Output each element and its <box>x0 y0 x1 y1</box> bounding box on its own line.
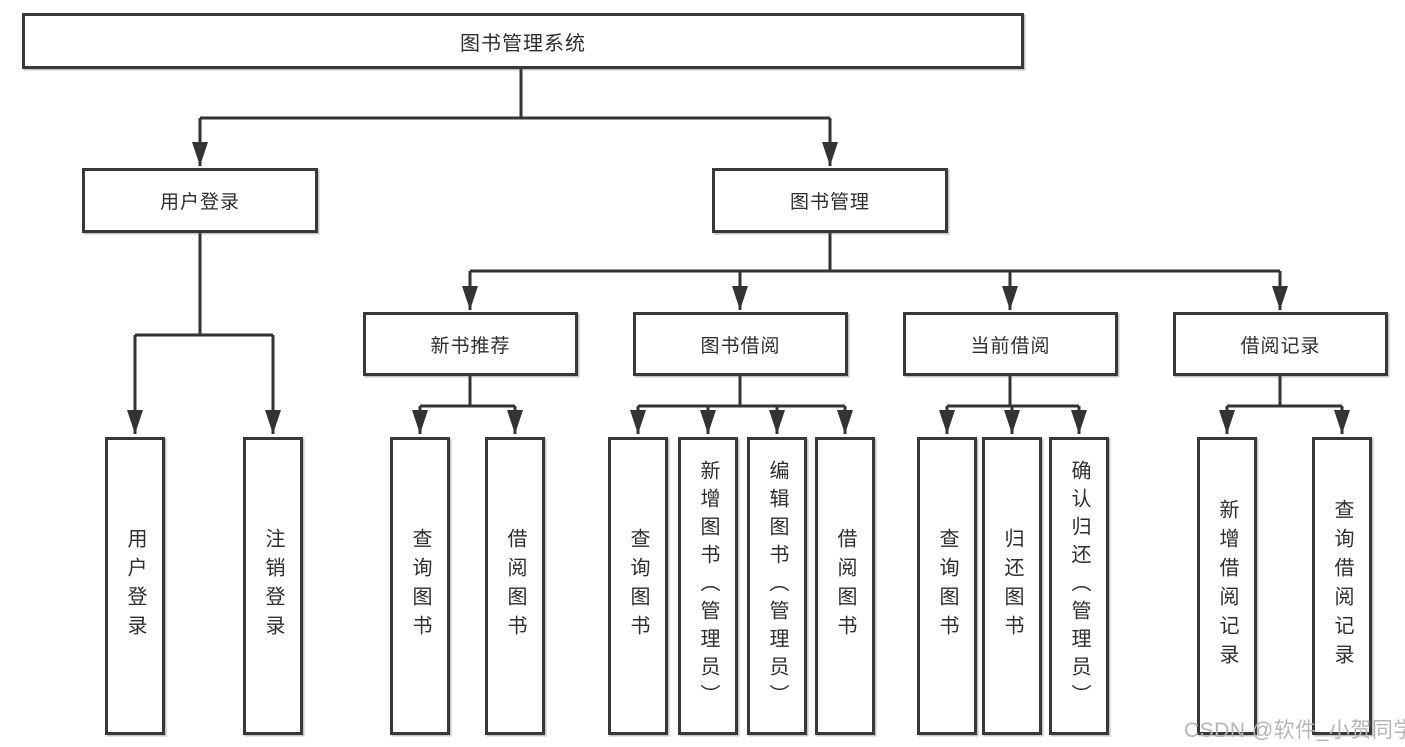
node-return-books: 归还图书 <box>982 437 1042 735</box>
watermark: CSDN @软件_小贺同学 <box>1184 719 1405 742</box>
node-library-management-system: 图书管理系统 <box>22 13 1024 69</box>
node-confirm-return-admin: 确认归还（管理员） <box>1049 437 1109 735</box>
node-borrow-books-recommend-label: 借阅图书 <box>504 528 526 644</box>
node-library-management-system-label: 图书管理系统 <box>460 32 586 55</box>
node-query-books-borrowing: 查询图书 <box>608 437 668 735</box>
node-add-borrow-record: 新增借阅记录 <box>1197 437 1257 735</box>
node-book-management: 图书管理 <box>712 168 948 233</box>
node-borrowing-records: 借阅记录 <box>1173 312 1388 376</box>
node-edit-books-admin-label: 编辑图书（管理员） <box>766 460 788 712</box>
node-book-borrowing-label: 图书借阅 <box>700 335 781 357</box>
node-borrowing-records-label: 借阅记录 <box>1240 335 1321 357</box>
node-query-books-current: 查询图书 <box>917 437 977 735</box>
node-add-borrow-record-label: 新增借阅记录 <box>1216 499 1238 673</box>
node-borrow-books-borrowing: 借阅图书 <box>815 437 875 735</box>
node-return-books-label: 归还图书 <box>1001 528 1023 644</box>
node-current-borrowing-label: 当前借阅 <box>970 335 1051 357</box>
node-query-books-recommend: 查询图书 <box>390 437 450 735</box>
node-book-management-label: 图书管理 <box>789 192 870 213</box>
node-new-book-recommend: 新书推荐 <box>363 312 578 376</box>
node-query-books-recommend-label: 查询图书 <box>409 528 431 644</box>
node-confirm-return-admin-label: 确认归还（管理员） <box>1068 460 1090 712</box>
node-logout-leaf-label: 注销登录 <box>262 528 284 644</box>
node-logout-leaf: 注销登录 <box>243 437 303 735</box>
node-edit-books-admin: 编辑图书（管理员） <box>747 437 807 735</box>
node-user-login-group-label: 用户登录 <box>159 192 240 213</box>
connector-arrows <box>127 118 1350 434</box>
node-query-books-current-label: 查询图书 <box>936 528 958 644</box>
node-user-login-group: 用户登录 <box>82 168 318 233</box>
node-query-borrow-record-label: 查询借阅记录 <box>1331 499 1353 673</box>
node-user-login-leaf: 用户登录 <box>105 437 165 735</box>
connector-trunks <box>135 69 1342 408</box>
node-user-login-leaf-label: 用户登录 <box>124 528 146 644</box>
node-book-borrowing: 图书借阅 <box>633 312 848 376</box>
node-current-borrowing: 当前借阅 <box>903 312 1118 376</box>
node-query-books-borrowing-label: 查询图书 <box>627 528 649 644</box>
node-new-book-recommend-label: 新书推荐 <box>430 335 511 357</box>
node-borrow-books-recommend: 借阅图书 <box>485 437 545 735</box>
node-add-books-admin: 新增图书（管理员） <box>678 437 738 735</box>
node-add-books-admin-label: 新增图书（管理员） <box>697 460 719 712</box>
node-query-borrow-record: 查询借阅记录 <box>1312 437 1372 735</box>
node-borrow-books-borrowing-label: 借阅图书 <box>834 528 856 644</box>
